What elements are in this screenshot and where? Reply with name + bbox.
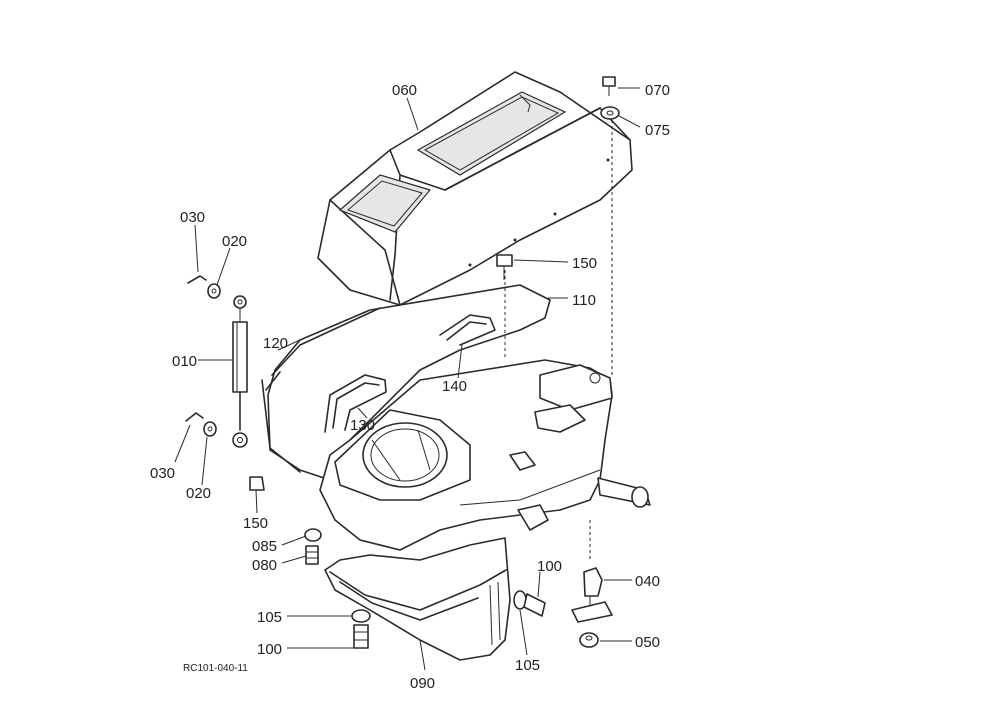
label-130: 130 <box>350 417 375 434</box>
label-080: 080 <box>252 557 277 574</box>
lower-cover <box>324 537 511 661</box>
label-040: 040 <box>635 573 660 590</box>
frame-housing <box>261 284 551 481</box>
bolt-070 <box>602 76 616 96</box>
label-140: 140 <box>442 378 467 395</box>
label-110: 110 <box>572 292 596 309</box>
gas-strut <box>185 275 248 448</box>
nut-085 <box>304 528 322 542</box>
main-body <box>319 120 651 560</box>
label-090: 090 <box>410 675 435 692</box>
label-030-upper: 030 <box>180 209 205 226</box>
label-020-upper: 020 <box>222 233 247 250</box>
part-labels: 060 070 075 030 020 150 110 120 010 140 … <box>150 82 670 692</box>
label-030-lower: 030 <box>150 465 175 482</box>
bolt-150-upper <box>496 254 513 280</box>
label-050: 050 <box>635 634 660 651</box>
upper-console-cover <box>317 71 633 306</box>
washer-105-left <box>351 609 371 623</box>
drawing-code: RC101-040-11 <box>183 663 248 674</box>
label-085: 085 <box>252 538 277 555</box>
bolt-080 <box>305 545 319 565</box>
bolt-100-right <box>523 593 546 617</box>
bolt-100-left <box>353 624 369 649</box>
label-105-right: 105 <box>515 657 540 674</box>
knob-040 <box>571 567 613 623</box>
washer-075 <box>600 106 620 120</box>
label-070: 070 <box>645 82 670 99</box>
nut-050 <box>579 632 599 648</box>
bolt-150-lower <box>249 476 265 491</box>
label-010: 010 <box>172 353 197 370</box>
leader-lines <box>174 87 641 671</box>
label-060: 060 <box>392 82 417 99</box>
label-075: 075 <box>645 122 670 139</box>
label-120: 120 <box>263 335 288 352</box>
label-150-upper: 150 <box>572 255 597 272</box>
label-020-lower: 020 <box>186 485 211 502</box>
label-150-lower: 150 <box>243 515 268 532</box>
label-100-right: 100 <box>537 558 562 575</box>
label-100-left: 100 <box>257 641 282 658</box>
label-105-left: 105 <box>257 609 282 626</box>
